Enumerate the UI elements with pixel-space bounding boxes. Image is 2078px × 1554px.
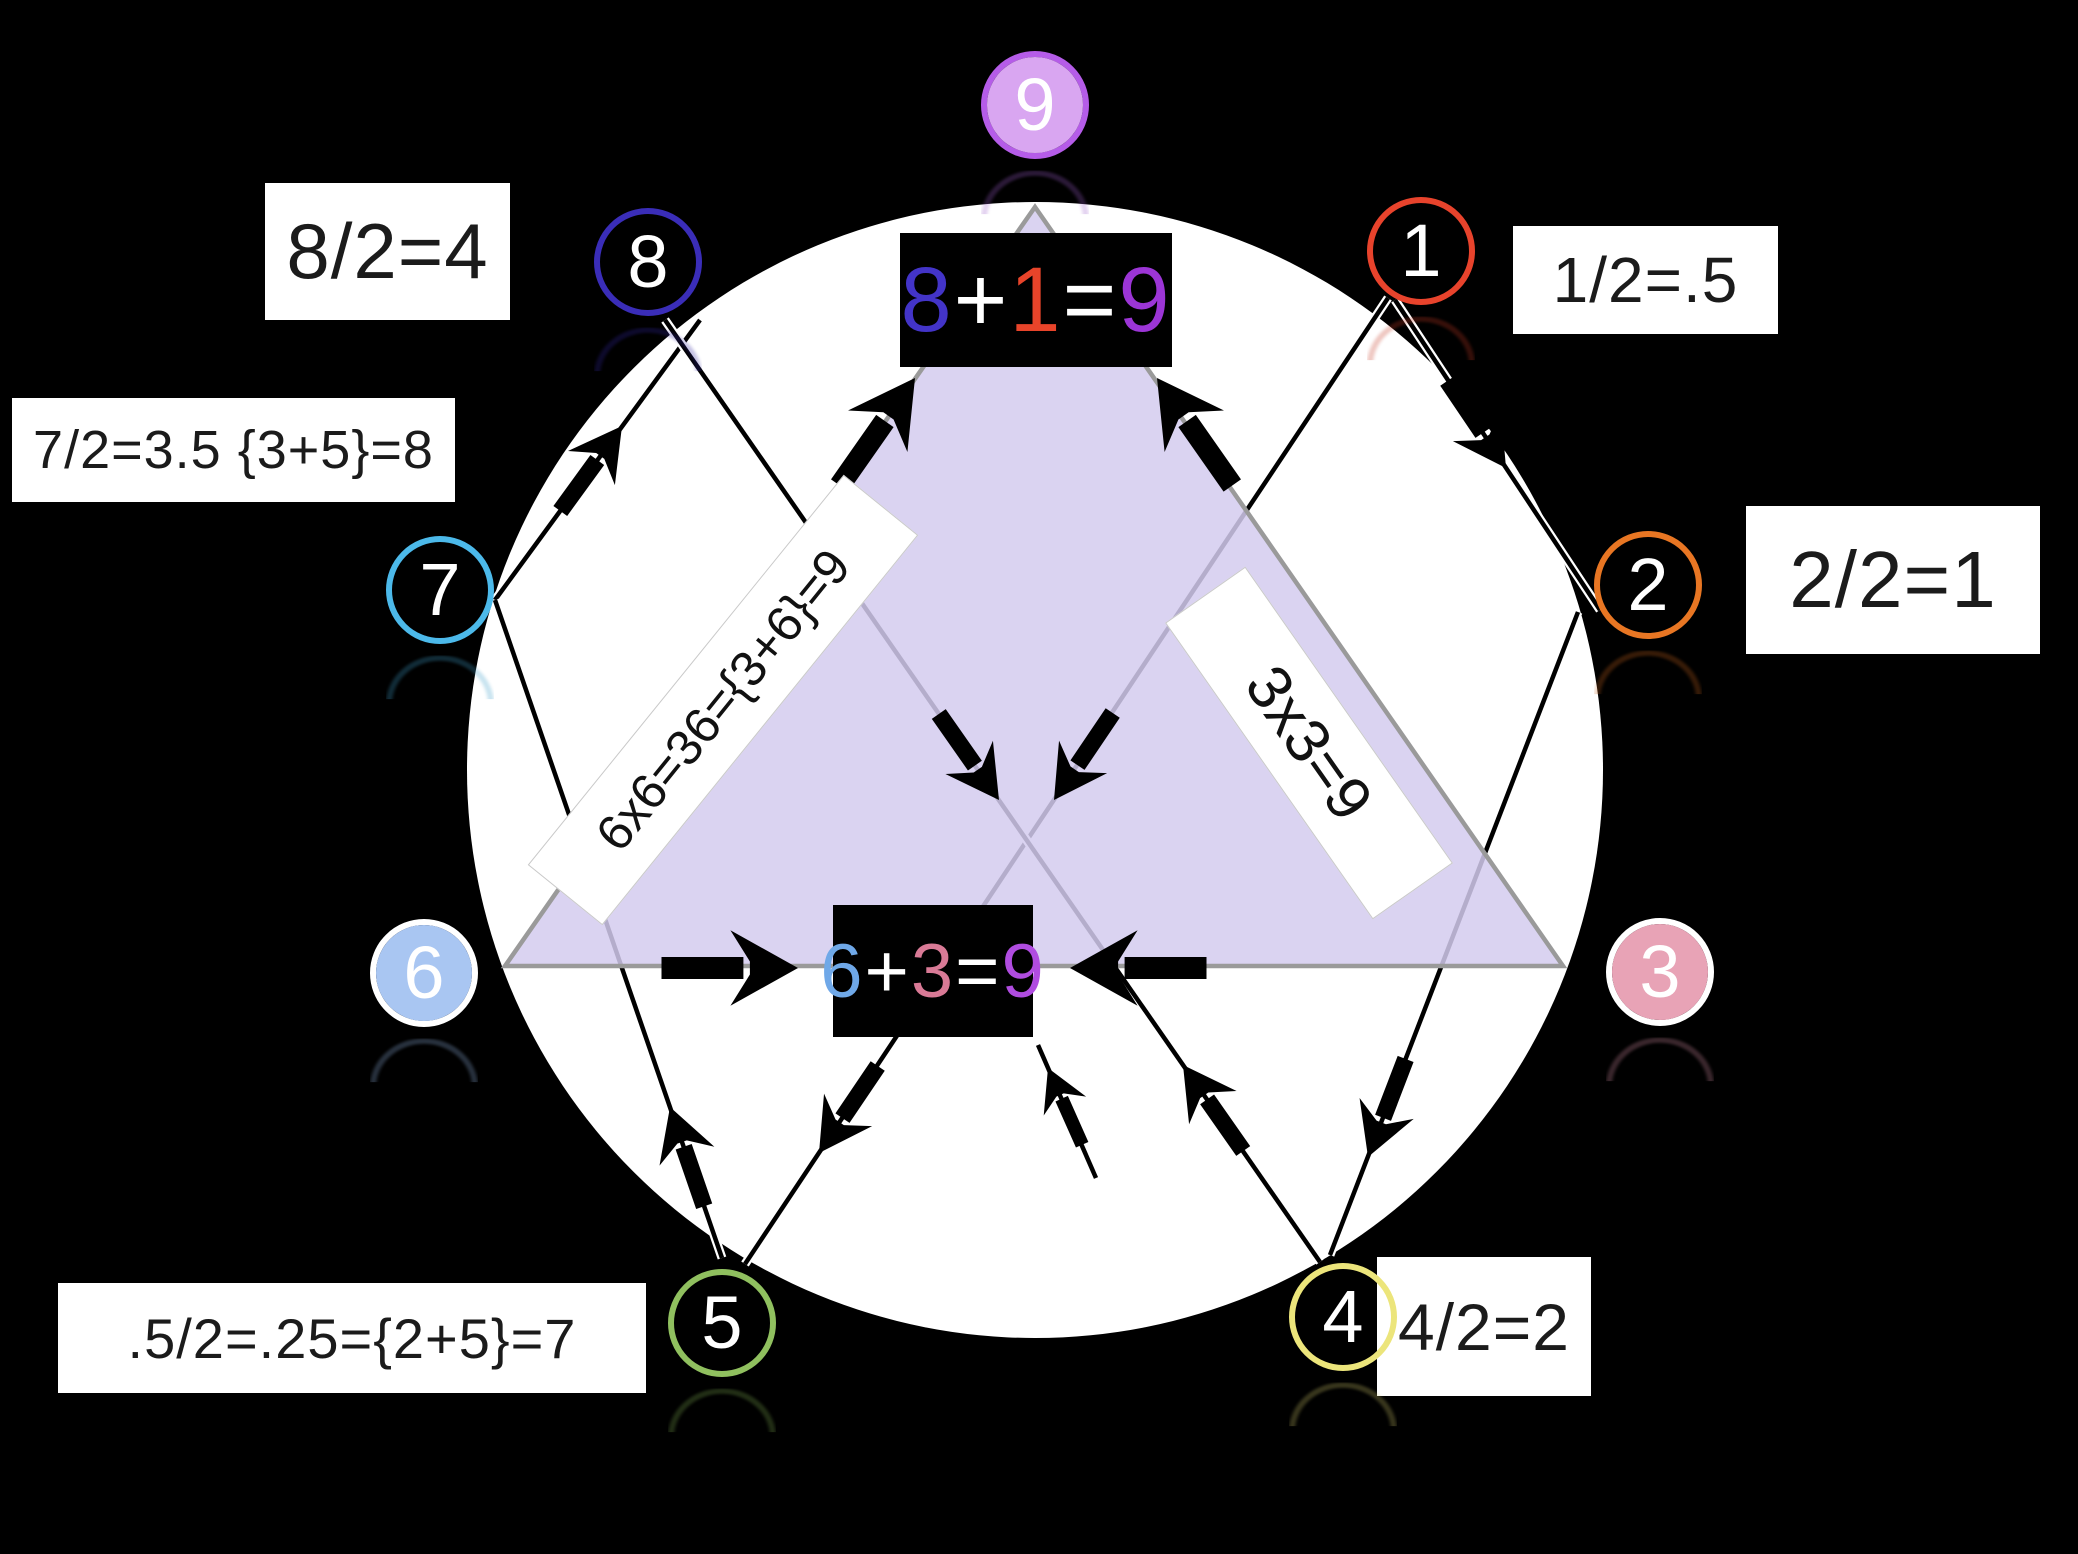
equation-5-div-2: .5/2=.25={2+5}=7 bbox=[58, 1283, 646, 1393]
sum-top-seg-0: 8 bbox=[900, 248, 954, 351]
equation-1-div-2: 1/2=.5 bbox=[1513, 226, 1778, 334]
node-7: 7 bbox=[386, 536, 494, 644]
node-5-label: 5 bbox=[701, 1281, 743, 1364]
node-6: 6 bbox=[370, 919, 478, 1027]
node-7-label: 7 bbox=[419, 548, 461, 631]
equation-7-div-2-text: 7/2=3.5 {3+5}=8 bbox=[33, 420, 434, 480]
node-8: 8 bbox=[594, 208, 702, 316]
sum-bottom-seg-1: + bbox=[864, 928, 911, 1014]
node-4-label: 4 bbox=[1322, 1275, 1364, 1358]
node-9-label: 9 bbox=[1014, 63, 1056, 146]
node-5: 5 bbox=[668, 1269, 776, 1377]
equation-4-div-2: 4/2=2 bbox=[1377, 1257, 1591, 1396]
node-3: 3 bbox=[1606, 918, 1714, 1026]
sum-top-seg-2: 1 bbox=[1009, 248, 1063, 351]
sum-top-seg-1: + bbox=[953, 248, 1010, 351]
sum-top-seg-3: = bbox=[1062, 248, 1119, 351]
node-9-fill bbox=[987, 57, 1083, 153]
node-1: 1 bbox=[1367, 197, 1475, 305]
equation-5-div-2-text: .5/2=.25={2+5}=7 bbox=[127, 1306, 577, 1370]
sum-bottom-seg-4: 9 bbox=[1001, 928, 1046, 1014]
equation-2-div-2: 2/2=1 bbox=[1746, 506, 2040, 654]
equation-1-div-2-text: 1/2=.5 bbox=[1552, 244, 1739, 316]
node-1-label: 1 bbox=[1400, 209, 1442, 292]
sum-top-seg-4: 9 bbox=[1118, 248, 1172, 351]
node-3-label: 3 bbox=[1639, 930, 1681, 1013]
sum-box-top: 8+1=9 bbox=[900, 233, 1172, 367]
equation-8-div-2: 8/2=4 bbox=[265, 183, 510, 320]
node-2: 2 bbox=[1594, 531, 1702, 639]
equation-2-div-2-text: 2/2=1 bbox=[1789, 535, 1997, 624]
sum-bottom-seg-2: 3 bbox=[910, 928, 956, 1014]
node-3-fill bbox=[1612, 924, 1708, 1020]
node-2-label: 2 bbox=[1627, 543, 1669, 626]
sum-box-bottom: 6+3=9 bbox=[820, 905, 1044, 1037]
node-4: 4 bbox=[1289, 1263, 1397, 1371]
equation-8-div-2-text: 8/2=4 bbox=[286, 207, 489, 295]
sum-bottom-seg-0: 6 bbox=[820, 928, 865, 1014]
node-6-label: 6 bbox=[403, 931, 445, 1014]
node-8-label: 8 bbox=[627, 220, 669, 303]
node-6-fill bbox=[376, 925, 472, 1021]
equation-7-div-2: 7/2=3.5 {3+5}=8 bbox=[12, 398, 455, 502]
equation-4-div-2-text: 4/2=2 bbox=[1398, 1289, 1570, 1364]
sum-bottom-seg-3: = bbox=[955, 928, 1002, 1014]
node-9: 9 bbox=[981, 51, 1089, 159]
